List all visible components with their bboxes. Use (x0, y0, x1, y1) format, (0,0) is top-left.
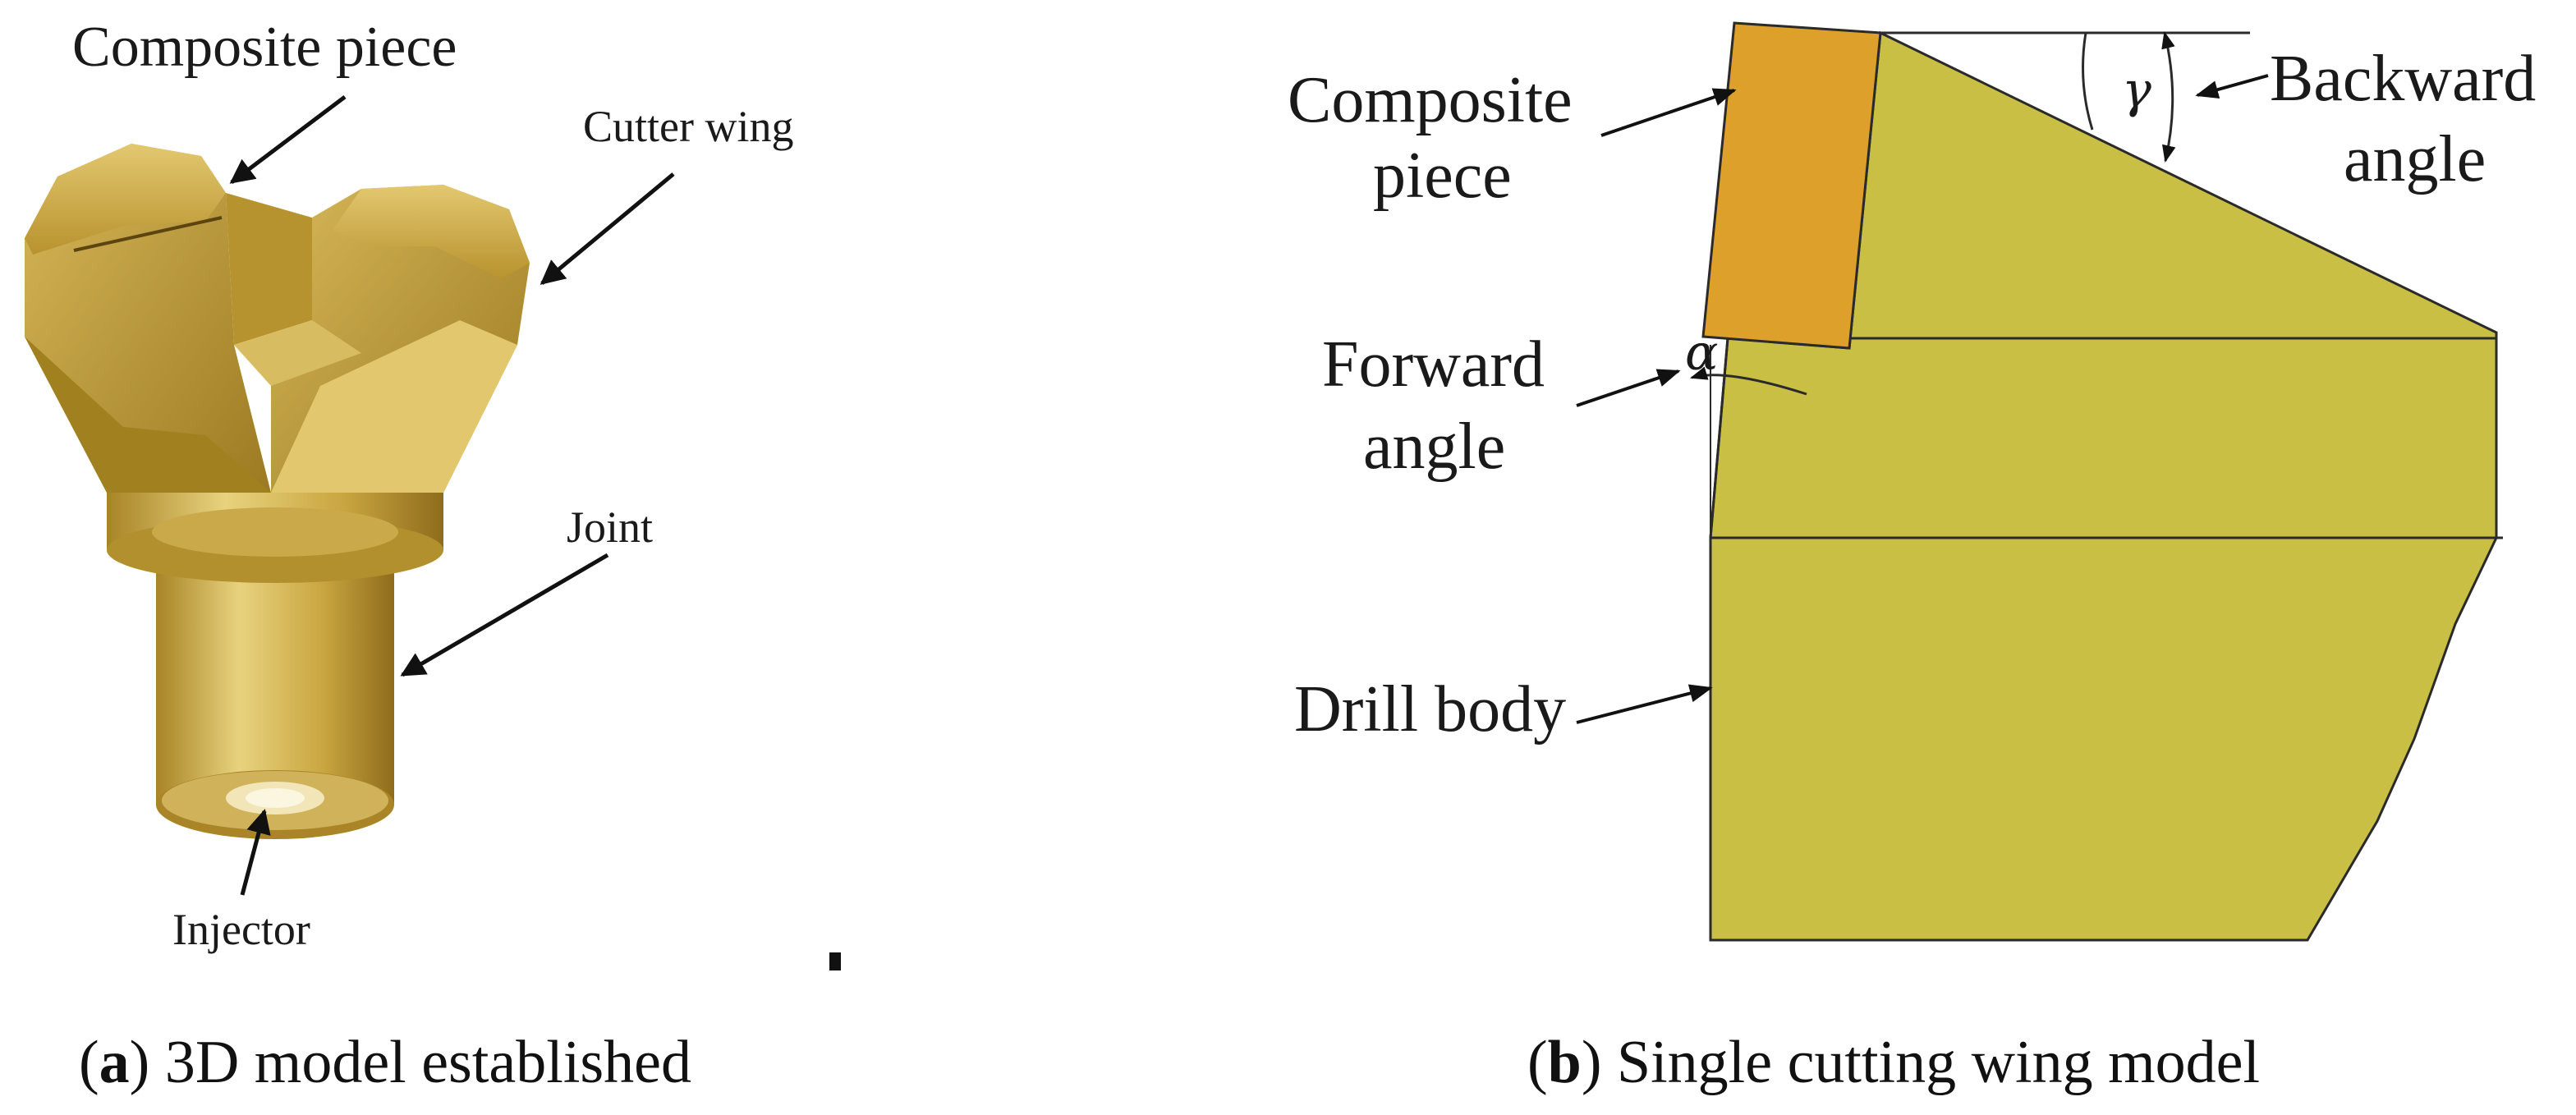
label-backward: Backward (2270, 43, 2536, 115)
label-forward: Forward (1322, 328, 1545, 401)
arrow-injector (240, 809, 271, 896)
panel-b-cutting-wing: γ α Composite piece Backward angle Forwa… (1288, 21, 2536, 1096)
label-composite-piece: Composite piece (72, 16, 457, 79)
gamma-symbol: γ (2122, 62, 2151, 119)
arrow-composite-b (1600, 88, 1737, 137)
label-backward-angle: angle (2344, 123, 2486, 195)
caption-b-text: Single cutting wing model (1601, 1029, 2260, 1096)
caption-b-letter: b (1548, 1029, 1582, 1096)
composite-piece-edge (73, 216, 223, 252)
drill-head (25, 144, 530, 493)
arrow-joint (400, 553, 609, 677)
caption-a: (a) 3D model established (79, 1029, 691, 1096)
caption-b: (b) Single cutting wing model (1527, 1029, 2260, 1096)
caption-a-text: 3D model established (149, 1029, 691, 1096)
composite-piece-shape (1701, 21, 1882, 350)
arrow-cutter-wing (540, 172, 675, 285)
label-composite: Composite (1288, 64, 1573, 136)
caption-a-letter: a (99, 1029, 130, 1096)
label-joint: Joint (567, 502, 653, 552)
label-injector: Injector (172, 905, 310, 954)
forward-angle-arc (1689, 366, 1807, 396)
arrow-composite-piece (229, 95, 347, 184)
label-cutter-wing: Cutter wing (583, 102, 793, 151)
arrow-backward (2195, 74, 2269, 99)
arrow-forward (1576, 369, 1681, 407)
stray-mark (829, 952, 841, 970)
label-drill-body: Drill body (1294, 673, 1566, 746)
label-forward-angle: angle (1363, 411, 1505, 483)
backward-angle-arc-outer (2082, 32, 2094, 131)
drill-collar (107, 493, 443, 583)
backward-angle-arc (2161, 30, 2176, 163)
label-piece: piece (1373, 140, 1512, 212)
forward-edge (1709, 337, 1729, 539)
arrow-drill-body (1576, 684, 1713, 724)
alpha-symbol: α (1685, 324, 1719, 382)
panel-a-3d-model: Composite piece Cutter wing Joint Inject… (25, 16, 841, 1096)
